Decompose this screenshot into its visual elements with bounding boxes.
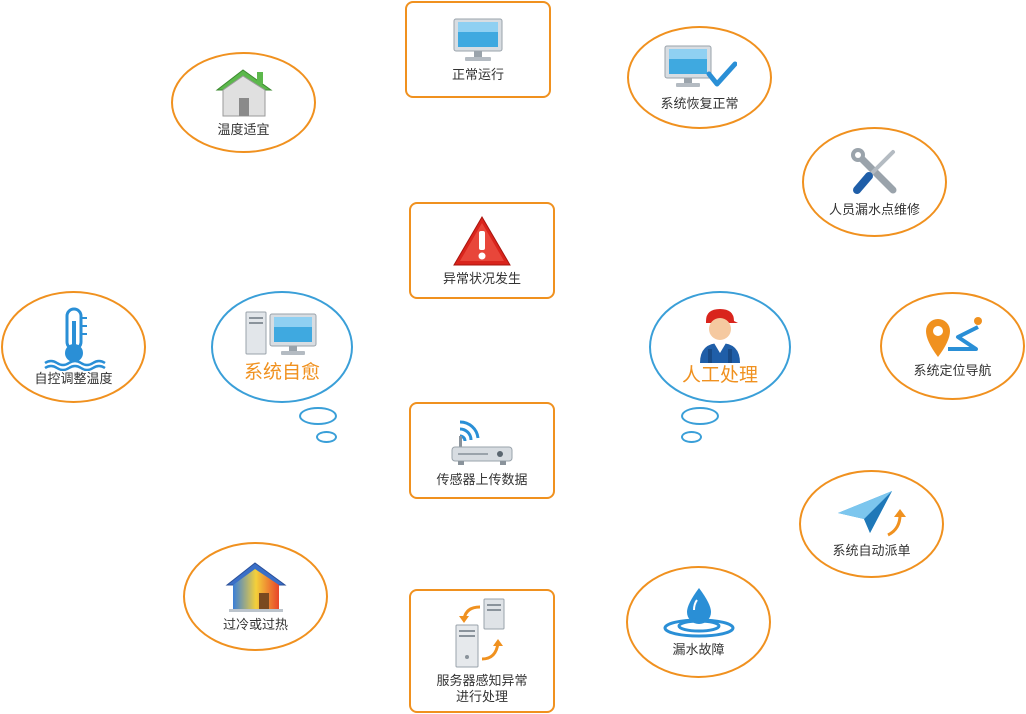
node-normal-running: 正常运行 xyxy=(405,1,551,98)
node-label: 系统自动派单 xyxy=(832,543,911,558)
node-auto-adjust-temp: 自控调整温度 xyxy=(1,291,146,403)
node-label: 系统定位导航 xyxy=(913,363,992,378)
node-temp-suitable: 温度适宜 xyxy=(171,52,316,153)
node-too-cold-hot: 过冷或过热 xyxy=(183,542,328,651)
warning-triangle-icon xyxy=(453,215,511,265)
node-staff-repair: 人员漏水点维修 xyxy=(802,127,947,237)
node-label: 传感器上传数据 xyxy=(436,471,528,487)
thought-bubble-small xyxy=(316,431,337,443)
technician-icon xyxy=(700,309,740,363)
monitor-check-icon xyxy=(664,45,737,87)
node-locate-navigate: 系统定位导航 xyxy=(880,292,1025,400)
node-label: 异常状况发生 xyxy=(442,270,521,286)
thought-bubble-small xyxy=(681,431,702,443)
router-icon xyxy=(451,419,513,465)
map-pin-route-icon xyxy=(925,317,982,357)
servers-sync-icon xyxy=(455,598,505,668)
thermometer-icon xyxy=(43,307,106,371)
water-drop-icon xyxy=(663,588,734,638)
hub-title: 系统自愈 xyxy=(243,362,320,383)
node-label: 服务器感知异常 进行处理 xyxy=(436,673,528,704)
node-label: 漏水故障 xyxy=(672,642,725,657)
node-label: 人员漏水点维修 xyxy=(828,202,920,217)
node-label: 过冷或过热 xyxy=(222,616,288,632)
node-sensor-upload: 传感器上传数据 xyxy=(409,402,555,499)
computer-tower-icon xyxy=(245,311,317,355)
hub-title: 人工处理 xyxy=(681,365,758,386)
node-auto-dispatch: 系统自动派单 xyxy=(799,470,944,578)
heat-house-icon xyxy=(225,561,287,612)
node-label: 温度适宜 xyxy=(217,121,270,137)
node-label: 系统恢复正常 xyxy=(660,95,739,111)
node-label: 正常运行 xyxy=(451,66,504,82)
paper-plane-icon xyxy=(837,491,906,537)
node-server-handles: 服务器感知异常 进行处理 xyxy=(409,589,555,713)
monitor-icon xyxy=(453,18,503,61)
node-system-restored: 系统恢复正常 xyxy=(627,26,772,129)
node-abnormal-occurred: 异常状况发生 xyxy=(409,202,555,299)
thought-bubble-large xyxy=(299,407,337,425)
hub-manual: 人工处理 xyxy=(649,291,791,403)
wrench-screwdriver-icon xyxy=(850,148,896,194)
hub-self-heal: 系统自愈 xyxy=(211,291,353,403)
node-leak-fault: 漏水故障 xyxy=(626,566,771,678)
thought-bubble-large xyxy=(681,407,719,425)
node-label: 自控调整温度 xyxy=(34,371,113,386)
house-icon xyxy=(215,68,273,116)
